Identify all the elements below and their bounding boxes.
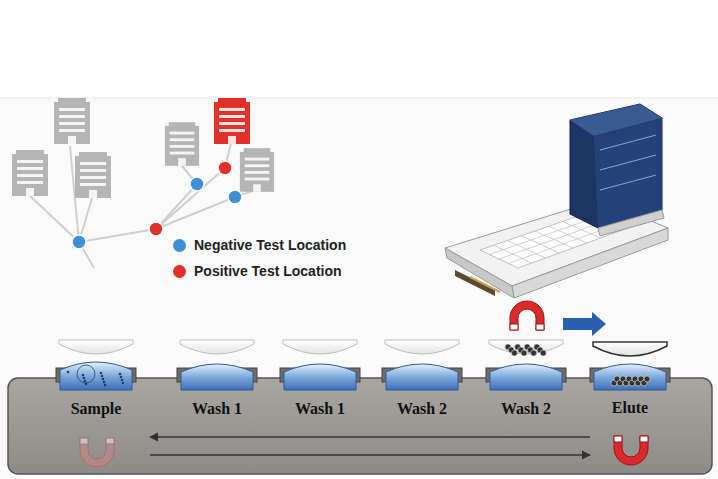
move-arrow	[563, 312, 606, 336]
flow-arrow	[150, 454, 590, 455]
step-label: Wash 2	[501, 400, 551, 418]
legend-entry: Positive Test Location	[173, 263, 342, 279]
test-dots	[72, 161, 242, 249]
step-label: Sample	[71, 400, 122, 418]
magnet	[510, 301, 544, 330]
panel	[0, 98, 718, 479]
magnetic-beads	[505, 344, 650, 386]
cartridge-slab	[8, 378, 712, 474]
step-label: Wash 1	[295, 400, 345, 418]
step-label: Elute	[612, 399, 648, 417]
magnet	[614, 436, 648, 465]
buildings	[12, 98, 274, 198]
step-label: Wash 1	[192, 400, 242, 418]
magnet-faint	[80, 438, 114, 467]
legend-swatch	[173, 265, 186, 278]
step-label: Wash 2	[397, 400, 447, 418]
panel-edge	[0, 98, 718, 99]
instrument	[445, 104, 668, 298]
legend-entry: Negative Test Location	[173, 237, 346, 253]
legend-text: Positive Test Location	[194, 263, 342, 279]
wells	[56, 340, 670, 390]
flow-arrow	[150, 436, 590, 437]
legend-text: Negative Test Location	[194, 237, 346, 253]
legend-swatch	[173, 239, 186, 252]
